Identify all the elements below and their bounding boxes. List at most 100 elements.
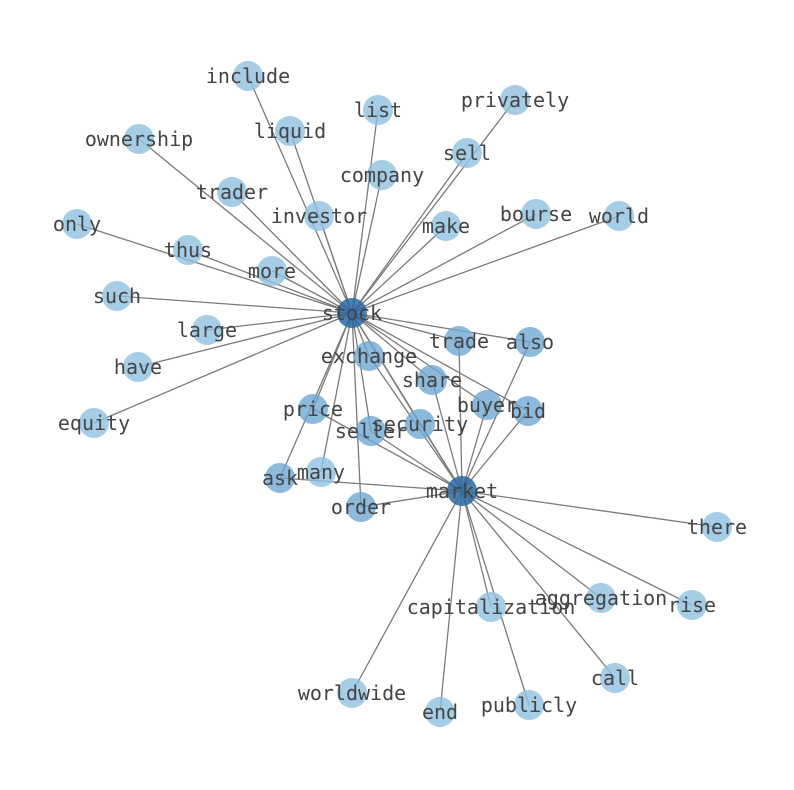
edge-market-rise	[461, 490, 693, 606]
edge-market-aggregation	[461, 490, 602, 599]
edge-market-call	[461, 490, 616, 679]
node-label-stock: stock	[322, 301, 382, 325]
node-worldwide[interactable]	[337, 678, 367, 708]
node-label-publicly: publicly	[481, 693, 577, 717]
node-rise[interactable]	[677, 590, 707, 620]
node-label-sell: sell	[443, 141, 491, 165]
edge-stock-large	[206, 312, 353, 331]
edge-stock-order	[351, 312, 362, 508]
edge-market-end	[439, 490, 463, 713]
node-label-world: world	[589, 204, 649, 228]
node-label-exchange: exchange	[321, 344, 417, 368]
node-label-end: end	[422, 700, 458, 724]
node-capitalization[interactable]	[476, 592, 506, 622]
node-label-make: make	[422, 214, 470, 238]
node-only[interactable]	[62, 209, 92, 239]
edge-stock-company	[351, 174, 383, 314]
node-label-market: market	[426, 479, 498, 503]
node-label-many: many	[297, 460, 345, 484]
node-label-equity: equity	[58, 411, 130, 435]
node-label-thus: thus	[164, 238, 212, 262]
node-label-bourse: bourse	[500, 202, 572, 226]
node-label-aggregation: aggregation	[535, 586, 667, 610]
node-end[interactable]	[425, 697, 455, 727]
edge-stock-ownership	[138, 138, 353, 314]
node-large[interactable]	[192, 315, 222, 345]
node-call[interactable]	[600, 663, 630, 693]
node-privately[interactable]	[500, 85, 530, 115]
edge-stock-have	[137, 312, 353, 368]
node-trade[interactable]	[444, 326, 474, 356]
node-price[interactable]	[298, 394, 328, 424]
node-label-company: company	[340, 163, 424, 187]
edge-stock-share	[351, 312, 433, 381]
edge-stock-more	[271, 270, 353, 314]
node-label-ownership: ownership	[85, 127, 193, 151]
node-label-seller: seller	[335, 419, 407, 443]
node-investor[interactable]	[304, 201, 334, 231]
node-stock[interactable]	[337, 298, 367, 328]
node-label-large: large	[177, 318, 237, 342]
node-make[interactable]	[431, 211, 461, 241]
node-label-trade: trade	[429, 329, 489, 353]
node-security[interactable]	[405, 409, 435, 439]
node-label-such: such	[93, 284, 141, 308]
node-equity[interactable]	[79, 408, 109, 438]
node-trader[interactable]	[217, 177, 247, 207]
edge-stock-such	[116, 295, 353, 314]
node-bourse[interactable]	[521, 199, 551, 229]
node-list[interactable]	[363, 95, 393, 125]
node-bid[interactable]	[513, 396, 543, 426]
node-label-capitalization: capitalization	[407, 595, 576, 619]
node-label-price: price	[283, 397, 343, 421]
node-also[interactable]	[515, 327, 545, 357]
node-ownership[interactable]	[124, 124, 154, 154]
node-label-worldwide: worldwide	[298, 681, 406, 705]
edge-stock-equity	[93, 312, 353, 424]
edge-stock-bid	[351, 312, 529, 412]
node-label-there: there	[687, 515, 747, 539]
node-sell[interactable]	[452, 138, 482, 168]
node-company[interactable]	[367, 160, 397, 190]
node-label-share: share	[402, 368, 462, 392]
node-label-only: only	[53, 212, 101, 236]
edge-market-order	[360, 490, 463, 508]
edge-stock-privately	[351, 99, 516, 314]
edge-market-capitalization	[461, 490, 492, 608]
edge-market-share	[431, 379, 463, 492]
edge-stock-list	[351, 109, 379, 314]
edge-stock-sell	[351, 152, 468, 314]
node-label-rise: rise	[668, 593, 716, 617]
node-exchange[interactable]	[354, 341, 384, 371]
edge-market-seller	[370, 430, 463, 492]
edges-layer	[76, 75, 718, 713]
node-there[interactable]	[702, 512, 732, 542]
node-more[interactable]	[257, 256, 287, 286]
node-buyer[interactable]	[472, 390, 502, 420]
node-label-buyer: buyer	[457, 393, 517, 417]
node-publicly[interactable]	[514, 690, 544, 720]
node-market[interactable]	[447, 476, 477, 506]
node-label-more: more	[248, 259, 296, 283]
edge-stock-include	[247, 75, 353, 314]
node-many[interactable]	[306, 457, 336, 487]
node-order[interactable]	[346, 492, 376, 522]
node-liquid[interactable]	[275, 116, 305, 146]
edge-market-price	[312, 408, 463, 492]
node-seller[interactable]	[356, 416, 386, 446]
node-aggregation[interactable]	[586, 583, 616, 613]
node-label-order: order	[331, 495, 391, 519]
node-label-privately: privately	[461, 88, 569, 112]
node-include[interactable]	[233, 61, 263, 91]
edge-stock-trader	[231, 191, 353, 314]
nodes-layer	[62, 61, 732, 727]
node-such[interactable]	[102, 281, 132, 311]
node-world[interactable]	[604, 201, 634, 231]
node-share[interactable]	[417, 365, 447, 395]
node-label-call: call	[591, 666, 639, 690]
node-have[interactable]	[123, 352, 153, 382]
node-thus[interactable]	[173, 235, 203, 265]
node-ask[interactable]	[265, 463, 295, 493]
